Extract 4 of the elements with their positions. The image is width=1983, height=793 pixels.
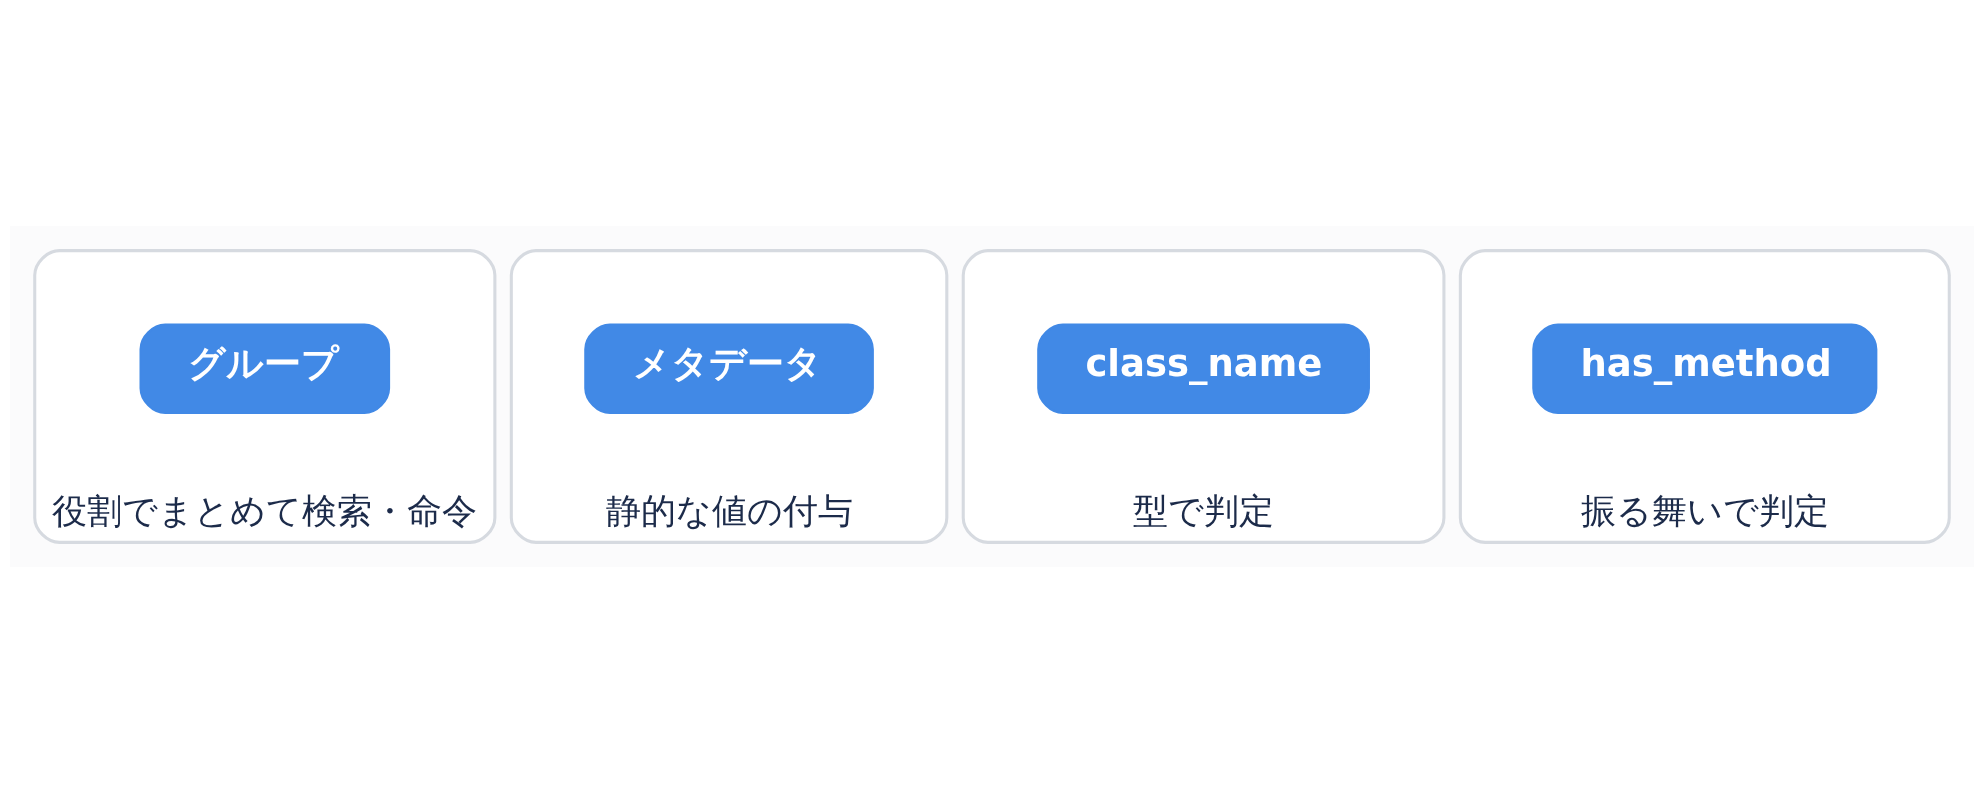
node-box: グループ [139, 323, 390, 414]
node-box: class_name [1036, 323, 1370, 414]
node-box: メタデータ [583, 323, 874, 414]
node-box: has_method [1531, 323, 1877, 414]
